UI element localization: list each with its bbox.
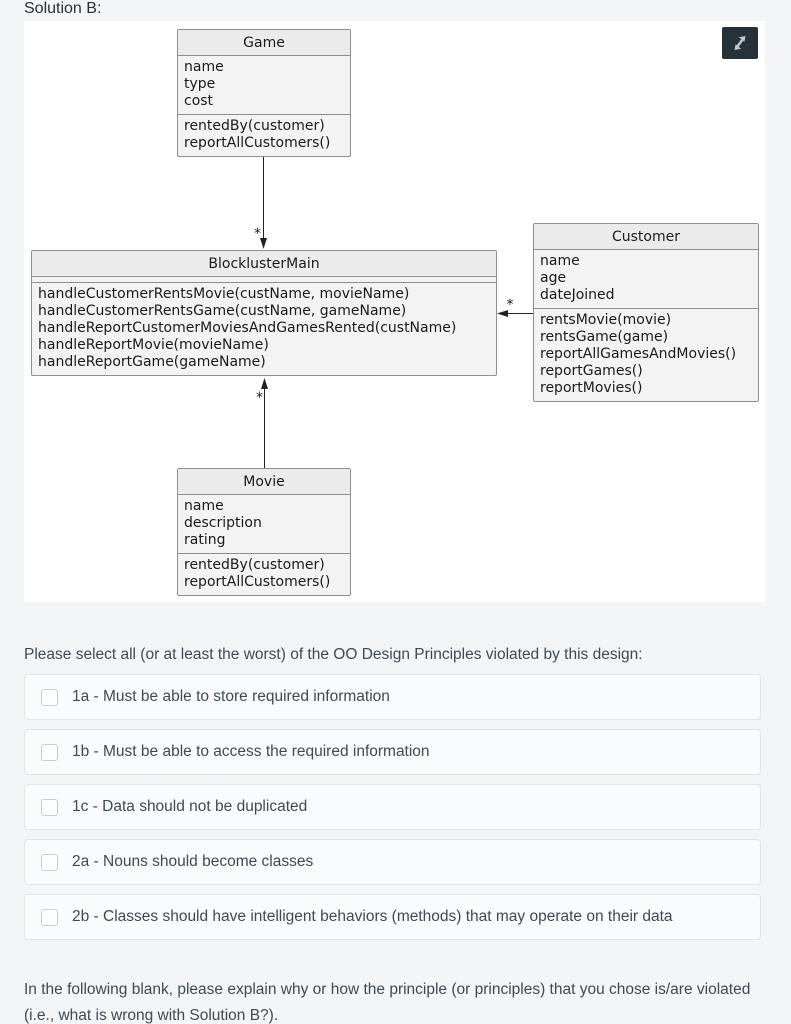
- multiplicity-label: *: [254, 226, 261, 242]
- class-methods: rentsMovie(movie)rentsGame(game)reportAl…: [534, 309, 758, 401]
- option-label: 1b - Must be able to access the required…: [72, 743, 430, 760]
- class-methods: rentedBy(customer)reportAllCustomers(): [178, 554, 350, 595]
- attribute: type: [184, 76, 216, 92]
- attribute: description: [184, 515, 262, 531]
- checkbox-1c[interactable]: [41, 798, 58, 816]
- followup-instruction: In the following blank, please explain w…: [24, 981, 751, 1024]
- option-row-1a[interactable]: 1a - Must be able to store required info…: [24, 674, 761, 720]
- association-game-to-main: *: [254, 157, 267, 249]
- checkbox-2a[interactable]: [41, 853, 58, 871]
- method: reportAllGamesAndMovies(): [540, 346, 737, 362]
- method: rentsMovie(movie): [540, 312, 672, 328]
- option-label: 2a - Nouns should become classes: [72, 853, 314, 870]
- options-list: 1a - Must be able to store required info…: [24, 674, 761, 949]
- class-title: BlocklusterMain: [32, 251, 496, 277]
- checkbox-1b[interactable]: [41, 743, 58, 761]
- attribute: dateJoined: [540, 287, 615, 303]
- method: reportGames(): [540, 363, 643, 379]
- class-title: Movie: [178, 469, 350, 495]
- attribute: name: [184, 59, 224, 75]
- association-movie-to-main: *: [256, 378, 268, 468]
- attribute: cost: [184, 93, 214, 109]
- multiplicity-label: *: [256, 390, 263, 406]
- method: handleReportMovie(movieName): [38, 337, 269, 353]
- method: rentedBy(customer): [184, 557, 325, 573]
- page-title: Solution B:: [24, 0, 102, 17]
- option-row-2a[interactable]: 2a - Nouns should become classes: [24, 839, 761, 885]
- method: reportAllCustomers(): [184, 574, 331, 590]
- attribute: name: [540, 253, 580, 269]
- option-label: 1c - Data should not be duplicated: [72, 798, 308, 815]
- method: reportMovies(): [540, 380, 643, 396]
- class-methods: handleCustomerRentsMovie(custName, movie…: [32, 283, 496, 375]
- class-title: Game: [178, 30, 350, 56]
- class-attributes: [32, 277, 496, 283]
- multiplicity-label: *: [507, 297, 514, 313]
- option-row-2b[interactable]: 2b - Classes should have intelligent beh…: [24, 894, 761, 940]
- expand-arrows-icon: [734, 36, 746, 50]
- method: handleReportGame(gameName): [38, 354, 266, 370]
- option-label: 1a - Must be able to store required info…: [72, 688, 390, 705]
- expand-diagram-button[interactable]: [722, 27, 758, 59]
- method: rentsGame(game): [540, 329, 669, 345]
- attribute: rating: [184, 532, 226, 548]
- checkbox-1a[interactable]: [41, 688, 58, 706]
- option-row-1c[interactable]: 1c - Data should not be duplicated: [24, 784, 761, 830]
- class-box-blocklustermain: BlocklusterMain handleCustomerRentsMovie…: [31, 250, 497, 376]
- method: handleCustomerRentsGame(custName, gameNa…: [38, 303, 407, 319]
- option-label: 2b - Classes should have intelligent beh…: [72, 908, 673, 925]
- method: reportAllCustomers(): [184, 135, 331, 151]
- method: rentedBy(customer): [184, 118, 325, 134]
- association-customer-to-main: *: [497, 297, 533, 317]
- method: handleReportCustomerMoviesAndGamesRented…: [38, 320, 457, 336]
- method: handleCustomerRentsMovie(custName, movie…: [38, 286, 410, 302]
- class-title: Customer: [534, 224, 758, 250]
- attribute: age: [540, 270, 567, 286]
- class-methods: rentedBy(customer)reportAllCustomers(): [178, 115, 350, 156]
- attribute: name: [184, 498, 224, 514]
- checkbox-2b[interactable]: [41, 908, 58, 926]
- question-prompt: Please select all (or at least the worst…: [24, 646, 643, 663]
- option-row-1b[interactable]: 1b - Must be able to access the required…: [24, 729, 761, 775]
